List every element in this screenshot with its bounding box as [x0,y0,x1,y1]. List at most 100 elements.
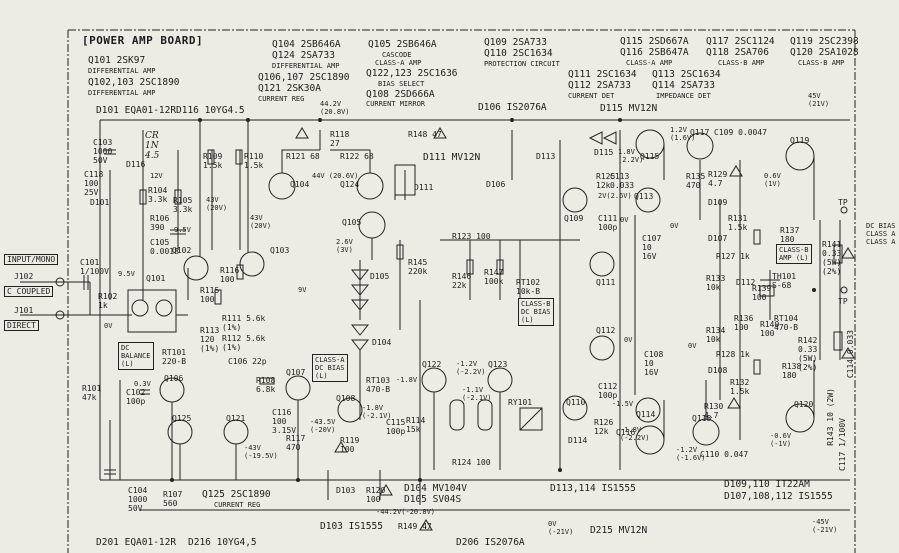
voltage-m1v5: -1.5V [612,400,634,408]
voltage-0v-a: 0V [104,322,113,330]
c-coupled-label: C COUPLED [4,286,54,297]
voltage-m43v5: -43.5V (-20V) [310,418,336,434]
comp-d103: D103 [336,486,356,495]
comp-q118: Q118 [692,414,712,423]
voltage-0v6: 0.6V (1V) [764,172,781,188]
header-q108-desc: CURRENT MIRROR [366,100,426,108]
footer-d206: D206 IS2076A [456,537,525,548]
comp-r106: R106 390 [150,214,170,232]
voltage-9v: 9V [298,286,307,294]
comp-r108: R108 6.8k [256,376,276,394]
comp-r115: R115 100 [200,286,220,304]
header-q104-desc: DIFFERENTIAL AMP [272,62,340,70]
voltage-bottom-rail: -44.2V(-20.8V) [376,508,436,516]
comp-r142: R142 0.33 (5W) (2%) [798,336,818,372]
comp-q101: Q101 [146,274,166,283]
comp-q119: Q119 [790,136,810,145]
comp-r137: R137 180 [780,226,800,244]
comp-r122: R122 68 [340,152,374,161]
header-q121-desc: CURRENT REG [258,95,305,103]
direct-label: DIRECT [4,320,39,331]
comp-r101: R101 47k [82,384,102,402]
voltage-1v2-b: 1.2V (1.6V) [670,126,696,142]
comp-r121: R121 68 [286,152,320,161]
comp-r116: R116 100 [220,266,240,284]
voltage-m1v2-b: -1.2V (-1.6V) [676,446,706,462]
comp-r133: R133 10k [706,274,726,292]
header-q116-desc: CLASS-A AMP [626,59,673,67]
header-q105-desc: CASCODE [382,51,412,59]
comp-q109: Q109 [564,214,584,223]
comp-r145: R145 220k [408,258,428,276]
comp-c104: C104 1000 50V [128,486,148,513]
comp-r127: R127 1k [716,252,750,261]
comp-r126: R126 12k [594,418,614,436]
voltage-45v: 45V (21V) [808,92,830,108]
voltage-43v-a: 43V (20V) [206,196,228,212]
header-q122-desc: BIAS SELECT [378,80,425,88]
voltage-1v8-a: 1.8V (2.2V) [618,148,644,164]
class-a-bias-box: CLASS-A DC BIAS (L) [312,354,348,382]
header-q105-desc2: CLASS-A AMP [375,59,422,67]
footer-d105: D105 SV04S [404,494,462,505]
comp-r125: R125 12k [596,172,616,190]
header-q101: Q101 2SK97 [88,55,146,66]
comp-r149: R149 47 [398,522,432,531]
comp-c113: C113 0.033 [610,172,635,190]
comp-c106: C106 22p [228,357,267,366]
comp-d111: D111 [414,183,434,192]
footer-d104: D104 MV104V [404,483,467,494]
comp-r136: R136 100 [734,314,754,332]
comp-q115: Q115 [640,152,660,161]
voltage-0v-f: 0V [624,336,633,344]
comp-r105: R105 3.3k [173,196,193,214]
comp-ry101: RY101 [508,398,533,407]
comp-c105: C105 0.0018 [150,238,179,256]
comp-r110: R110 1.5k [244,152,264,170]
voltage-m1v8-b: -1.8V (-2.2V) [620,426,650,442]
diode-d106-label: D106 IS2076A [478,102,547,113]
comp-c115: C115 100p [386,418,406,436]
diode-d101-label: D101 EQA01-12R [96,105,177,116]
voltage-2v: 2V(2.6V) [598,192,632,200]
footer-d103: D103 IS1555 [320,521,383,532]
comp-c111: C111 100p [598,214,618,232]
comp-c110: C110 0.047 [700,450,749,459]
comp-r130: R130 4.7 [704,402,724,420]
comp-q122: Q122 [422,360,442,369]
comp-d109: D109 [708,198,728,207]
comp-q104: Q104 [290,180,310,189]
diode-d111-label: D111 MV12N [423,152,481,163]
comp-c108: C108 10 16V [644,350,664,377]
header-q102: Q102,103 2SC1890 [88,77,180,88]
comp-r129: R129 4.7 [708,170,728,188]
header-q110-desc: PROTECTION CIRCUIT [484,60,560,68]
comp-r141: R141 0.33 (5W) (2%) [822,240,842,276]
dc-balance-box: DC BALANCE (L) [118,342,154,370]
voltage-m1v1: -1.1V (-2.1V) [462,386,492,402]
comp-rt101: RT101 220-B [162,348,187,366]
comp-d107: D107 [708,234,728,243]
header-q122: Q122,123 2SC1636 [366,68,458,79]
comp-r138: R138 180 [782,362,802,380]
voltage-m1v8-a: -1.8V (-2.1V) [362,404,392,420]
header-q109: Q109 2SA733 [484,37,547,48]
comp-r107: R107 560 [163,490,183,508]
header-q119: Q119 2SC2398 [790,36,859,47]
comp-d116: D116 [126,160,146,169]
comp-q112: Q112 [596,326,616,335]
comp-c114: C114 0.033 [846,330,855,379]
comp-r135: R135 470 [686,172,706,190]
comp-d114: D114 [568,436,588,445]
comp-q105: Q105 [342,218,362,227]
comp-c107: C107 10 16V [642,234,662,261]
input-mono-label: INPUT/MONO [4,254,59,265]
comp-d112: D112 [736,278,756,287]
comp-d108: D108 [708,366,728,375]
comp-c112: C112 100p [598,382,618,400]
footer-d107: D107,108,112 IS1555 [724,491,833,502]
comp-d115: D115 [594,148,614,157]
voltage-top-rail: 44.2V (20.8V) [320,100,350,116]
comp-d104: D104 [372,338,392,347]
